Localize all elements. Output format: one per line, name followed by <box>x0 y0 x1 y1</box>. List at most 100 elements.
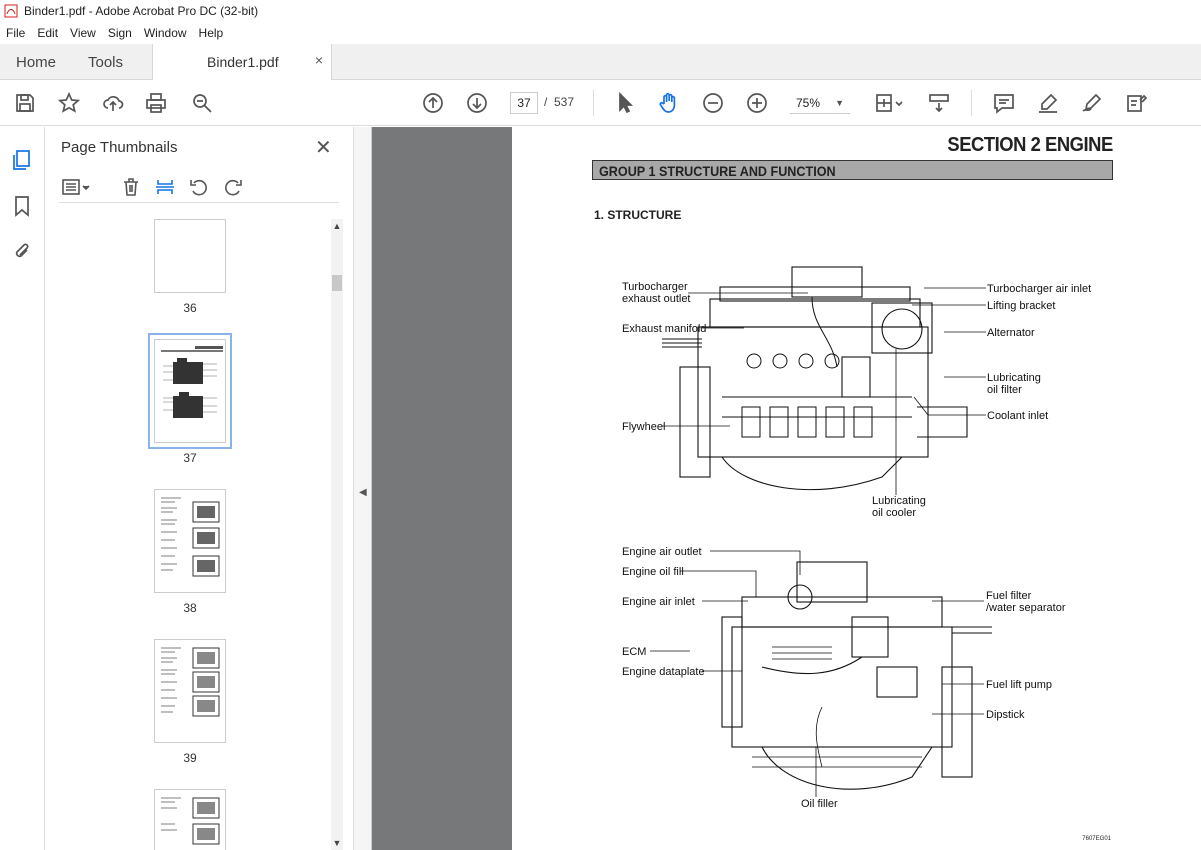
panel-close-icon[interactable]: ✕ <box>315 137 332 159</box>
page-number-input[interactable]: 37 <box>510 92 538 114</box>
extract-page-icon[interactable] <box>155 177 177 199</box>
menu-help[interactable]: Help <box>198 26 224 40</box>
thumbnail-text-preview <box>161 797 220 845</box>
left-navigation-rail <box>0 127 45 850</box>
callout-leader-lines <box>650 287 986 797</box>
panel-title: Page Thumbnails <box>61 139 178 156</box>
thumbnail-label: 38 <box>183 601 197 615</box>
thumbnail-label: 37 <box>183 451 197 465</box>
thumbnail-text-preview <box>161 647 220 717</box>
label-engine-air-outlet: Engine air outlet <box>622 546 702 558</box>
acrobat-logo-icon <box>4 4 18 18</box>
attachment-icon[interactable] <box>11 241 35 265</box>
page-up-icon[interactable] <box>421 91 445 115</box>
label-oil-filler: Oil filler <box>801 798 838 810</box>
zoom-search-icon[interactable] <box>190 91 214 115</box>
fill-sign-icon[interactable] <box>1124 91 1148 115</box>
label-engine-oil-fill: Engine oil fill <box>622 566 684 578</box>
label-exhaust-manifold: Exhaust manifold <box>622 323 707 335</box>
scroll-up-icon[interactable]: ▲ <box>332 221 342 231</box>
label-lifting-bracket: Lifting bracket <box>987 300 1056 312</box>
label-alternator: Alternator <box>987 327 1035 339</box>
main-toolbar: 37 / 537 75% ▼ <box>0 80 1201 126</box>
tab-document[interactable]: Binder1.pdf × <box>152 44 332 81</box>
pdf-page: SECTION 2 ENGINE GROUP 1 STRUCTURE AND F… <box>512 127 1201 850</box>
label-lubricating-oil-filter: Lubricating oil filter <box>987 372 1041 396</box>
zoom-level-select[interactable]: 75% ▼ <box>790 92 850 114</box>
delete-page-icon[interactable] <box>121 177 143 199</box>
thumbnail-label: 39 <box>183 751 197 765</box>
page-separator: / <box>544 95 548 109</box>
subsection-heading: 1. STRUCTURE <box>594 208 682 222</box>
page-thumbnails-panel: Page Thumbnails ✕ 36 37 <box>45 127 353 850</box>
sign-icon[interactable] <box>1080 91 1104 115</box>
label-engine-dataplate: Engine dataplate <box>622 666 705 678</box>
print-icon[interactable] <box>144 91 168 115</box>
page-down-icon[interactable] <box>465 91 489 115</box>
thumbnail-text-preview <box>161 497 220 577</box>
select-cursor-icon[interactable] <box>613 91 637 115</box>
menu-sign[interactable]: Sign <box>107 26 132 40</box>
scroll-mode-icon[interactable] <box>927 91 951 115</box>
thumbnail-engine-preview <box>161 346 223 418</box>
zoom-in-icon[interactable] <box>745 91 769 115</box>
label-dipstick: Dipstick <box>986 709 1025 721</box>
star-icon[interactable] <box>57 91 81 115</box>
thumbnail-scrollbar[interactable]: ▲ ▼ <box>331 219 343 850</box>
menu-window[interactable]: Window <box>143 26 187 40</box>
label-fuel-lift-pump: Fuel lift pump <box>986 679 1053 691</box>
highlight-icon[interactable] <box>1036 91 1060 115</box>
save-icon[interactable] <box>13 91 37 115</box>
upload-icon[interactable] <box>101 91 125 115</box>
rotate-clockwise-icon[interactable] <box>223 177 245 199</box>
label-coolant-inlet: Coolant inlet <box>987 410 1049 422</box>
toolbar-divider <box>593 90 594 116</box>
thumbnail-toolbar <box>59 173 339 203</box>
page-total: 537 <box>554 95 575 109</box>
thumbnail-list: 36 37 38 <box>59 219 341 850</box>
tab-close-icon[interactable]: × <box>314 52 323 68</box>
label-flywheel: Flywheel <box>622 421 666 433</box>
label-fuel-filter-water-separator: Fuel filter /water separator <box>986 590 1066 614</box>
window-titlebar: Binder1.pdf - Adobe Acrobat Pro DC (32-b… <box>0 0 1201 22</box>
group-title: GROUP 1 STRUCTURE AND FUNCTION <box>599 163 836 179</box>
group-title-bar: GROUP 1 STRUCTURE AND FUNCTION <box>592 160 1113 180</box>
label-turbocharger-exhaust-outlet: Turbocharger exhaust outlet <box>622 281 691 305</box>
thumbnail-page[interactable] <box>154 489 226 593</box>
scrollbar-thumb[interactable] <box>332 275 342 291</box>
toolbar-divider <box>971 90 972 116</box>
thumbnail-page[interactable] <box>154 789 226 850</box>
engine-opposite-side-view-drawing <box>721 561 992 790</box>
tab-home[interactable]: Home <box>16 53 57 71</box>
engine-side-view-drawing <box>662 266 968 491</box>
pages-icon[interactable] <box>11 149 35 173</box>
zoom-out-icon[interactable] <box>701 91 725 115</box>
zoom-level-value: 75% <box>796 96 821 110</box>
scroll-down-icon[interactable]: ▼ <box>332 838 342 848</box>
label-ecm: ECM <box>622 646 647 658</box>
menu-view[interactable]: View <box>70 26 96 40</box>
comment-icon[interactable] <box>992 91 1016 115</box>
tab-tools[interactable]: Tools <box>88 53 124 71</box>
tab-document-label: Binder1.pdf <box>207 54 279 70</box>
menu-file[interactable]: File <box>6 26 26 40</box>
figure-code: 7607EG01 <box>1082 836 1111 842</box>
rotate-counterclockwise-icon[interactable] <box>189 177 211 199</box>
chevron-left-icon[interactable]: ◀ <box>359 487 367 498</box>
label-turbocharger-air-inlet: Turbocharger air inlet <box>987 283 1092 295</box>
bookmark-icon[interactable] <box>11 195 35 219</box>
panel-collapse-handle[interactable]: ◀ <box>353 127 372 850</box>
hand-icon[interactable] <box>657 91 681 115</box>
section-title: SECTION 2 ENGINE <box>947 134 1114 156</box>
window-title: Binder1.pdf - Adobe Acrobat Pro DC (32-b… <box>24 4 259 18</box>
menu-edit[interactable]: Edit <box>37 26 59 40</box>
thumbnail-label: 36 <box>183 301 197 315</box>
chevron-down-icon: ▼ <box>835 98 844 108</box>
thumbnail-page-selected[interactable] <box>148 333 232 449</box>
document-viewport[interactable]: SECTION 2 ENGINE GROUP 1 STRUCTURE AND F… <box>372 127 1201 850</box>
fit-page-icon[interactable] <box>872 91 906 115</box>
thumbnail-page[interactable] <box>154 639 226 743</box>
label-engine-air-inlet: Engine air inlet <box>622 596 695 608</box>
thumbnail-page[interactable] <box>154 219 226 293</box>
options-menu-icon[interactable] <box>61 177 93 199</box>
